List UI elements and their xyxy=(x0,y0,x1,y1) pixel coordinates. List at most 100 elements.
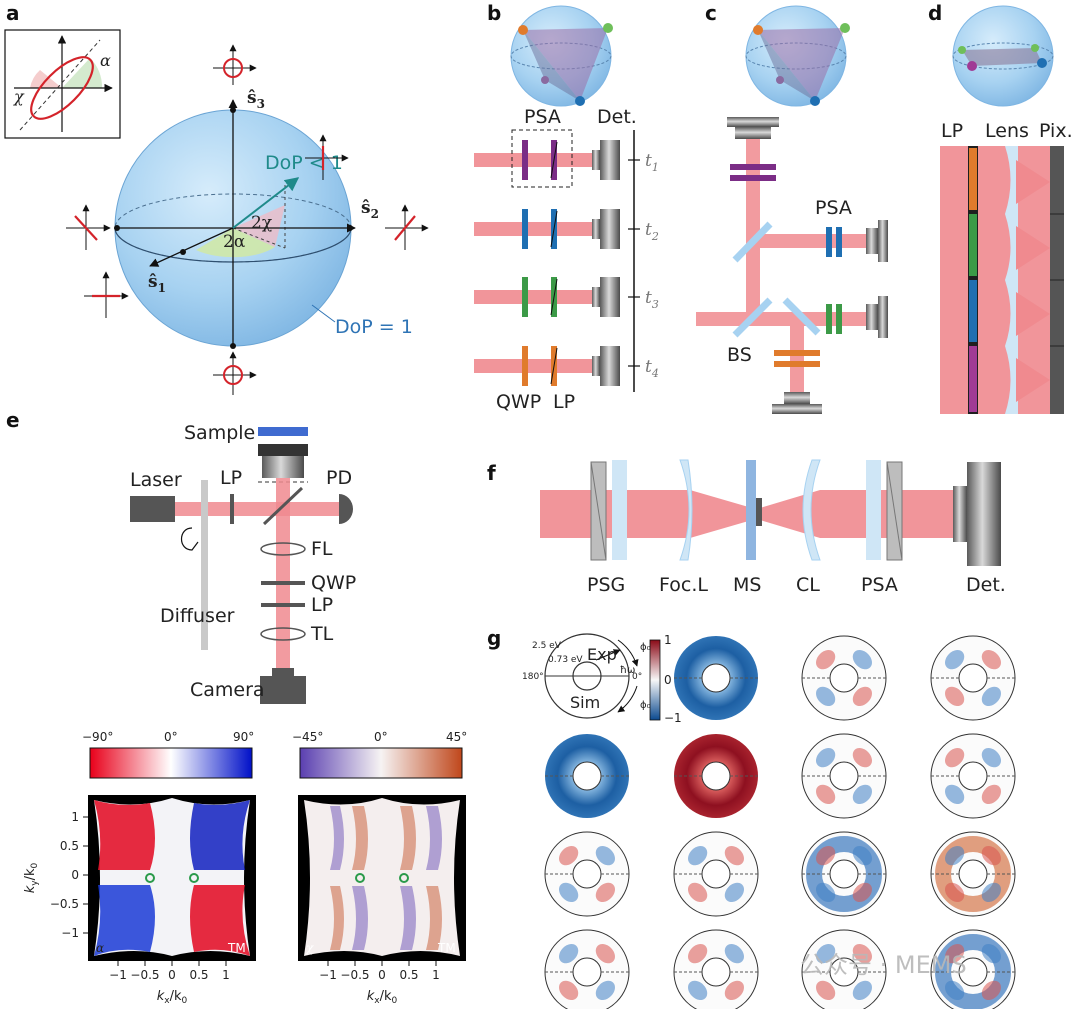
lobe xyxy=(981,980,1002,1001)
panel-c: c xyxy=(696,1,888,414)
objective xyxy=(258,444,308,483)
y-tick-label: 0 xyxy=(71,868,79,882)
qwp-plate xyxy=(522,277,528,317)
annular-map xyxy=(673,929,759,1009)
lp-label-b: LP xyxy=(553,391,575,413)
panel-label-d: d xyxy=(928,1,942,25)
annulus-hole xyxy=(572,957,602,987)
x-axis-label-right: kx/k0 xyxy=(367,989,398,1006)
mueller-matrix-grid xyxy=(544,635,1016,1009)
metasurface xyxy=(746,460,756,560)
focl-label: Foc.L xyxy=(659,574,708,596)
lobe xyxy=(687,882,708,903)
detector-nose xyxy=(592,150,600,170)
panel-label-a: a xyxy=(6,1,20,25)
photodiode xyxy=(339,494,353,524)
mini-sphere-b xyxy=(510,5,613,107)
x-tick-label: 0.5 xyxy=(189,968,208,982)
time-label: t4 xyxy=(645,357,659,380)
detector-body xyxy=(600,277,620,317)
x-tick-label: 0 xyxy=(378,968,386,982)
map-chi-tag: χ xyxy=(305,941,314,955)
panel-d: d LP Lens Pix. xyxy=(928,1,1073,414)
detector-body xyxy=(600,140,620,180)
annulus-hole xyxy=(701,859,731,889)
pol-glyph-circular-bottom xyxy=(213,351,257,395)
lobe xyxy=(852,686,873,707)
fl-lens xyxy=(260,542,306,556)
lobe xyxy=(852,784,873,805)
lobe xyxy=(687,845,708,866)
time-label: t3 xyxy=(645,288,659,311)
pol-glyph-circular-top xyxy=(213,44,257,85)
y-tick-label: −0.5 xyxy=(50,897,79,911)
annulus-hole xyxy=(829,859,859,889)
psa-waveplate-f xyxy=(866,460,881,560)
pol-glyph-diag-right xyxy=(385,204,429,250)
qwp-plate xyxy=(522,346,528,386)
focusing-lens xyxy=(679,459,693,561)
det-label-f: Det. xyxy=(966,574,1006,596)
y-tick-label: 0.5 xyxy=(60,839,79,853)
detector-f-front xyxy=(953,486,967,542)
lobe xyxy=(981,943,1002,964)
cbar-chi-tick-0: −45° xyxy=(292,730,323,744)
lobe xyxy=(981,686,1002,707)
lobe xyxy=(815,943,836,964)
lobe xyxy=(724,845,745,866)
laser-label: Laser xyxy=(130,469,182,491)
psg-waveplate xyxy=(612,460,627,560)
lobe xyxy=(981,882,1002,903)
tl-label: TL xyxy=(310,623,334,645)
lobe xyxy=(944,980,965,1001)
lobe xyxy=(981,649,1002,670)
annular-map xyxy=(545,734,629,818)
bs-label-c: BS xyxy=(727,344,752,366)
beam-segment xyxy=(474,290,594,304)
lobe xyxy=(724,980,745,1001)
detector-c-top xyxy=(727,117,779,139)
qwp-label-b: QWP xyxy=(496,391,541,413)
annular-map xyxy=(544,831,630,917)
detector-nose xyxy=(592,356,600,376)
map-chi-mode: TM xyxy=(437,941,456,955)
lobe xyxy=(595,882,616,903)
annular-map xyxy=(673,831,759,917)
watermark: 公众号 · MEMS xyxy=(800,951,967,979)
pol-glyph-diag-left xyxy=(66,204,111,250)
focusing-beam xyxy=(540,490,752,538)
lp-label-d: LP xyxy=(941,120,963,142)
detector-nose xyxy=(592,287,600,307)
lobe xyxy=(687,943,708,964)
lobe xyxy=(944,845,965,866)
psa-c-top xyxy=(730,164,776,181)
angle-2alpha-label: 2α xyxy=(223,232,246,252)
camera-body xyxy=(260,676,306,704)
annular-map xyxy=(801,635,887,721)
lobe xyxy=(852,882,873,903)
x-tick-label: −0.5 xyxy=(340,968,369,982)
legend-sim: Sim xyxy=(570,693,600,712)
pol-glyph-horizontal xyxy=(84,271,129,318)
panel-label-g: g xyxy=(487,626,501,650)
legend-ev-outer: 2.5 eV xyxy=(532,641,562,651)
annulus-hole xyxy=(958,663,988,693)
x-axis-label-left: kx/k0 xyxy=(157,989,188,1006)
diffuser-plate xyxy=(201,480,208,650)
legend-phi-bottom: ϕ₀ xyxy=(640,700,651,711)
sample-label: Sample xyxy=(184,422,255,444)
alpha-map: α TM xyxy=(88,795,256,961)
inset-chi-label: χ xyxy=(13,87,25,106)
qwp-plate xyxy=(522,140,528,180)
g-cbar-tick-mid: 0 xyxy=(664,673,672,687)
collimated-beam xyxy=(760,490,955,538)
lobe xyxy=(595,943,616,964)
annular-map xyxy=(674,734,758,818)
annulus-hole xyxy=(701,663,731,693)
mini-sphere-c xyxy=(745,5,850,107)
annular-map xyxy=(801,831,887,917)
panel-label-b: b xyxy=(487,1,501,25)
lobe xyxy=(815,784,836,805)
qwp-plate xyxy=(522,209,528,249)
lp-axis-line xyxy=(550,347,558,385)
